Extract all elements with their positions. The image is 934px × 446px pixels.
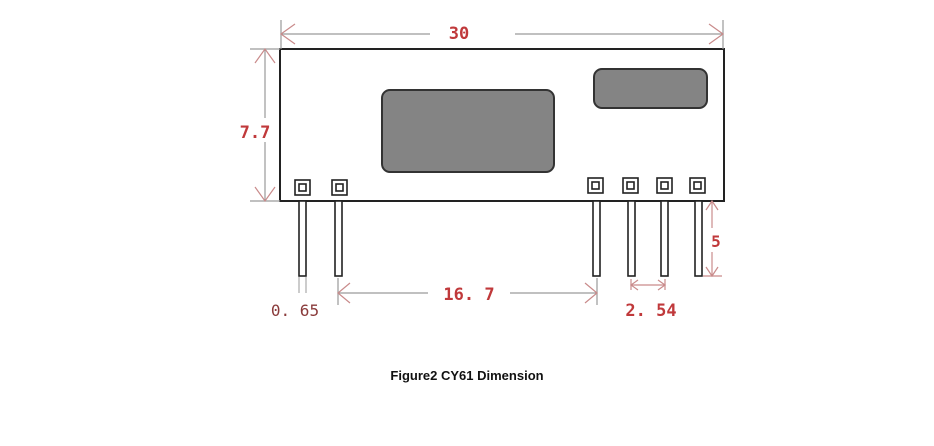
pin (592, 200, 601, 277)
small-chip (593, 68, 708, 109)
dimension-label-pin-width: 0. 65 (271, 301, 319, 320)
pin (660, 200, 669, 277)
dimension-pin-width (298, 277, 307, 293)
dimension-label-body-height: 7.7 (240, 123, 271, 143)
dimension-pin-pitch (629, 279, 667, 291)
dimension-body-height (250, 47, 280, 203)
left-pin-pads (294, 179, 348, 196)
large-chip (381, 89, 555, 173)
pin (298, 200, 307, 277)
dimension-label-pin-pitch: 2. 54 (625, 301, 676, 321)
figure-caption: Figure2 CY61 Dimension (390, 368, 544, 383)
pin (627, 200, 636, 277)
dimension-label-pin-group-spacing: 16. 7 (443, 285, 494, 305)
dimension-label-overall-length: 30 (449, 24, 469, 44)
dimension-overall-length (279, 20, 725, 49)
pin (694, 200, 703, 277)
dimension-pin-length (703, 199, 722, 278)
right-pin-pads (587, 177, 706, 194)
pins (298, 200, 703, 277)
dimension-label-pin-length: 5 (711, 232, 721, 251)
dimension-pin-group-spacing (337, 278, 598, 305)
pin (334, 200, 343, 277)
